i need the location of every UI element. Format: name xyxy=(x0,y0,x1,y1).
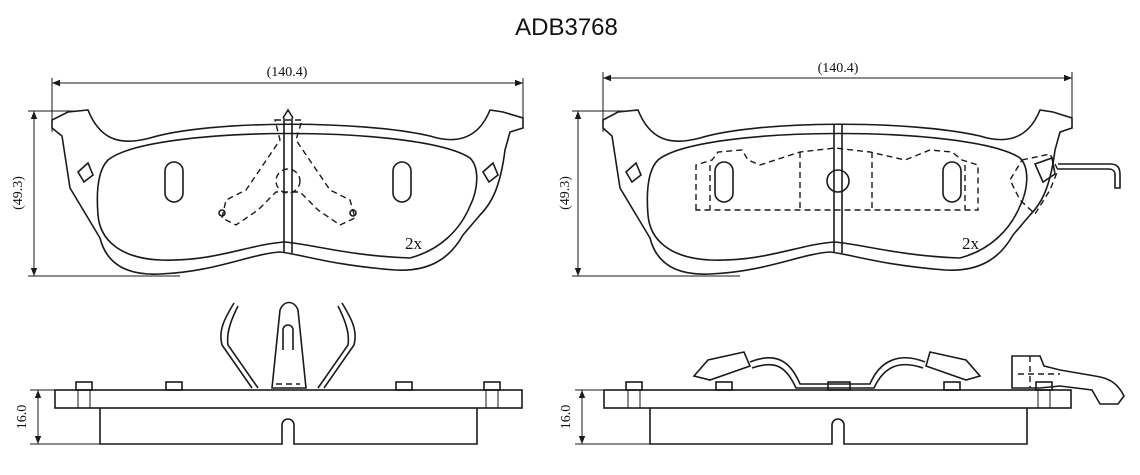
right-pad-side-view: 16.0 xyxy=(559,351,1125,445)
left-side-rivet-3 xyxy=(395,381,413,391)
right-side-wear-sensor xyxy=(1011,355,1125,405)
left-corner-hole-right xyxy=(481,161,499,184)
right-quantity-label: 2x xyxy=(962,234,980,253)
right-friction-material-outline xyxy=(646,132,1028,261)
right-corner-hole-left xyxy=(624,161,642,184)
left-side-rivet-2 xyxy=(165,381,183,391)
right-wear-sensor xyxy=(1009,153,1121,216)
left-oval-slot-right xyxy=(392,161,412,203)
left-backing-plate-outline xyxy=(51,109,524,275)
left-width-dimension-label: (140.4) xyxy=(267,65,308,80)
left-corner-hole-left xyxy=(76,161,94,184)
right-width-dimension-label: (140.4) xyxy=(818,61,859,76)
right-oval-slot-right xyxy=(942,161,962,203)
left-side-friction-block xyxy=(99,408,478,445)
right-thickness-dimension-label: 16.0 xyxy=(559,405,574,430)
left-side-spring-clip xyxy=(220,301,356,389)
left-dashed-spring-clip xyxy=(218,108,357,226)
right-dashed-shim xyxy=(695,147,979,211)
right-side-rivet-1 xyxy=(625,381,643,391)
right-pad-front-view: (140.4) (49.3) 2x xyxy=(558,61,1121,277)
left-friction-material-outline xyxy=(96,132,478,261)
left-height-dimension-label: (49.3) xyxy=(11,176,26,210)
left-thickness-dimension-label: 16.0 xyxy=(15,405,30,430)
right-side-friction-block xyxy=(649,408,1028,445)
part-number-title: ADB3768 xyxy=(515,14,618,41)
left-side-rivet-1 xyxy=(75,381,93,391)
left-quantity-label: 2x xyxy=(405,234,423,253)
right-backing-plate-outline xyxy=(602,109,1073,275)
left-side-rivet-4 xyxy=(483,381,501,391)
right-side-shim-clip xyxy=(692,351,982,389)
left-oval-slot-left xyxy=(164,161,184,203)
left-pad-side-view: 16.0 xyxy=(15,301,523,445)
left-pad-front-view: (140.4) (49.3) 2x xyxy=(11,65,524,277)
right-side-rivet-2 xyxy=(715,381,733,391)
right-side-rivet-3 xyxy=(827,381,851,391)
left-side-backing-plate xyxy=(54,389,523,409)
right-height-dimension-label: (49.3) xyxy=(558,176,573,210)
right-side-rivet-4 xyxy=(943,381,961,391)
right-side-backing-plate xyxy=(603,389,1072,409)
right-oval-slot-left xyxy=(714,161,734,203)
